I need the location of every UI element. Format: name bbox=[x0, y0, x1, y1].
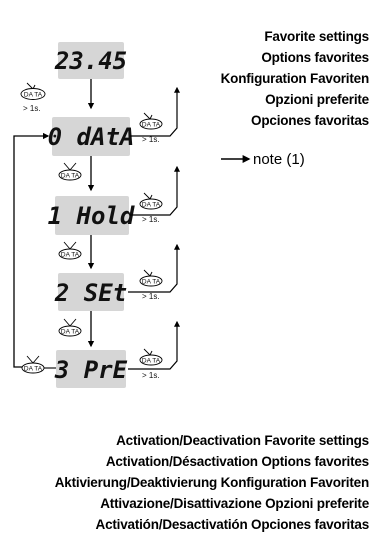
hold-label-1: > 1s. bbox=[142, 135, 160, 144]
lcd-screen-set: 2 SEt bbox=[54, 273, 127, 311]
footer-it: Attivazione/Disattivazione Opzioni prefe… bbox=[100, 496, 369, 511]
data-button-label: DA TA bbox=[24, 366, 43, 373]
hold-label-top: > 1s. bbox=[23, 104, 41, 113]
data-button-press-top: DA TA > 1s. bbox=[20, 82, 46, 113]
title-en: Favorite settings bbox=[264, 29, 369, 44]
title-fr: Options favorites bbox=[261, 50, 369, 65]
title-it: Opzioni preferite bbox=[265, 92, 369, 107]
hold-label-3: > 1s. bbox=[142, 292, 160, 301]
footer-block: Activation/Deactivation Favorite setting… bbox=[0, 430, 369, 535]
data-button-press-3: DA TA bbox=[58, 318, 82, 337]
lcd-screen-pre: 3 PrE bbox=[54, 350, 128, 388]
data-button-label: DA TA bbox=[142, 122, 161, 129]
data-button-press-loop: DA TA bbox=[21, 355, 56, 374]
footer-de: Aktivierung/Deaktivierung Konfiguration … bbox=[54, 475, 369, 490]
data-button-label: DA TA bbox=[142, 279, 161, 286]
footer-es: Activatión/Desactivatión Opciones favori… bbox=[95, 517, 370, 532]
lcd-screen-time: 23.45 bbox=[54, 42, 127, 79]
hold-label-4: > 1s. bbox=[142, 371, 160, 380]
data-button-label: DA TA bbox=[61, 329, 80, 336]
footer-en: Activation/Deactivation Favorite setting… bbox=[116, 433, 369, 448]
lcd-text-pre: 3 PrE bbox=[54, 356, 128, 384]
title-de: Konfiguration Favoriten bbox=[220, 71, 370, 86]
data-hold-press-4: DA TA > 1s. bbox=[128, 320, 180, 380]
lcd-screen-data: 0 dAtA bbox=[48, 117, 135, 156]
data-button-label: DA TA bbox=[142, 202, 161, 209]
loop-back-arrow bbox=[13, 132, 50, 368]
hold-label-2: > 1s. bbox=[142, 215, 160, 224]
title-block: Favorite settings Options favorites Konf… bbox=[220, 26, 370, 131]
flow-arrows bbox=[13, 79, 95, 368]
data-button-label: DA TA bbox=[24, 92, 43, 99]
data-button-label: DA TA bbox=[142, 358, 161, 365]
footer-fr: Activation/Désactivation Options favorit… bbox=[105, 454, 369, 469]
lcd-text-set: 2 SEt bbox=[54, 279, 127, 307]
note-label: note (1) bbox=[253, 151, 305, 168]
data-hold-press-2: DA TA > 1s. bbox=[130, 165, 180, 224]
data-hold-press-3: DA TA > 1s. bbox=[128, 243, 180, 301]
title-es: Opciones favoritas bbox=[251, 113, 369, 128]
data-button-label: DA TA bbox=[61, 252, 80, 259]
data-button-press-2: DA TA bbox=[58, 241, 82, 260]
lcd-text-data: 0 dAtA bbox=[48, 123, 135, 151]
lcd-screen-hold: 1 Hold bbox=[48, 196, 135, 235]
lcd-text-hold: 1 Hold bbox=[48, 202, 135, 230]
lcd-text-time: 23.45 bbox=[54, 47, 127, 75]
data-button-label: DA TA bbox=[61, 173, 80, 180]
data-button-press-1: DA TA bbox=[58, 162, 82, 181]
data-hold-press-1: DA TA > 1s. bbox=[130, 86, 180, 144]
